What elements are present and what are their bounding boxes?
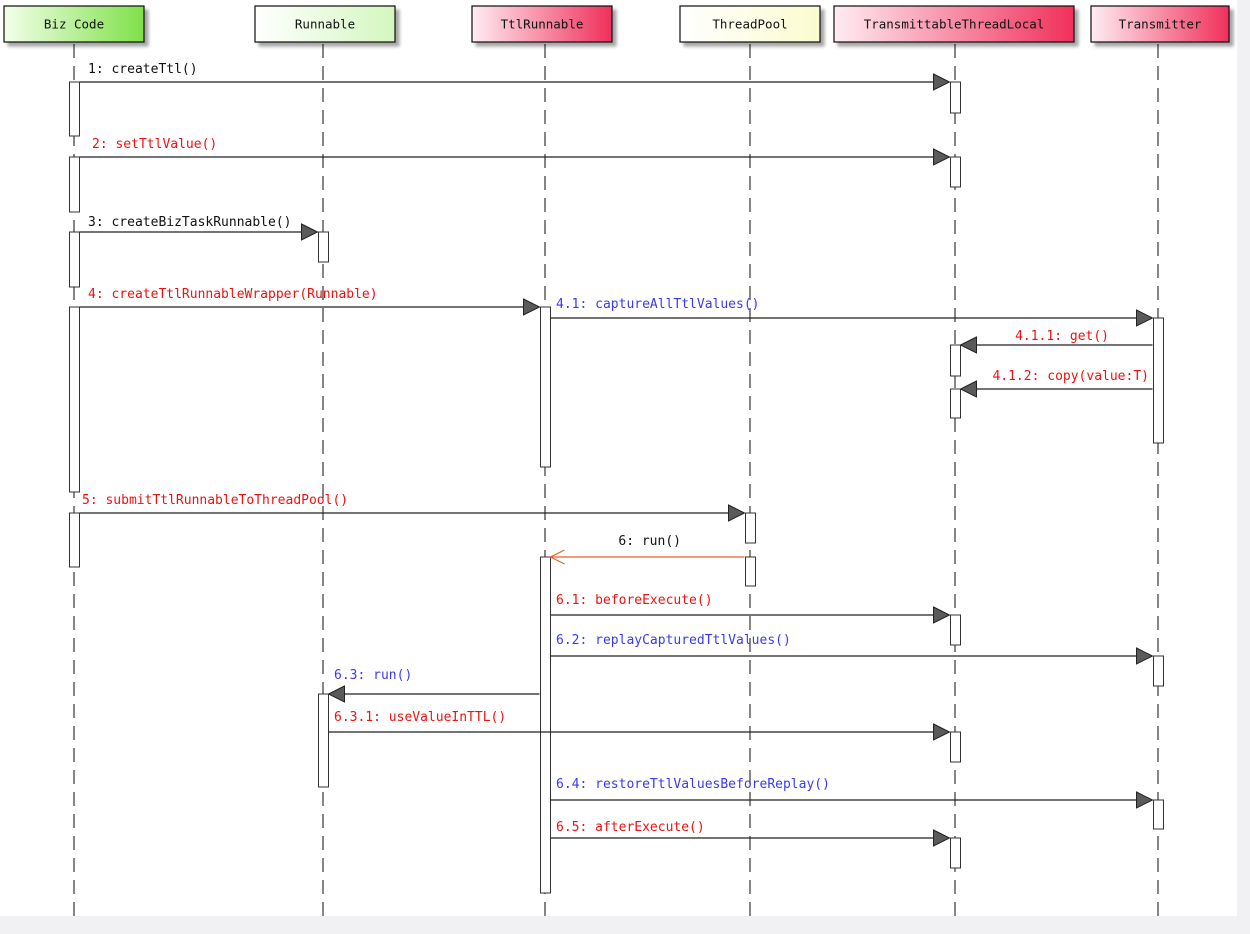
- activation-bar-ttl: [950, 614, 961, 646]
- filled-arrowhead: [933, 148, 951, 166]
- activation-bar-runnable: [318, 693, 329, 788]
- message-15[interactable]: 6.5: afterExecute(): [550, 820, 951, 847]
- activation-bar-biz: [69, 231, 80, 288]
- message-label: 6.5: afterExecute(): [556, 820, 705, 835]
- message-label: 4.1: captureAllTtlValues(): [556, 297, 760, 312]
- message-label: 4: createTtlRunnableWrapper(Runnable): [88, 287, 378, 302]
- message-label: 6.3.1: useValueInTTL(): [334, 710, 506, 725]
- message-13[interactable]: 6.3.1: useValueInTTL(): [328, 710, 951, 741]
- participant-ttl[interactable]: TransmittableThreadLocal: [833, 5, 1075, 43]
- activation-bar-ttl: [950, 156, 961, 188]
- activation-bar-biz: [69, 156, 80, 213]
- filled-arrowhead: [728, 504, 746, 522]
- message-label: 6.2: replayCapturedTtlValues(): [556, 633, 791, 648]
- participant-box: [254, 5, 396, 43]
- activation-bar-ttl: [950, 81, 961, 114]
- activation-bar-ttl: [950, 388, 961, 419]
- participant-label: ThreadPool: [712, 17, 787, 32]
- message-2[interactable]: 2: setTtlValue(): [79, 137, 951, 166]
- participant-transmitter[interactable]: Transmitter: [1090, 5, 1230, 43]
- participant-biz[interactable]: Biz Code: [3, 5, 145, 43]
- participant-box: [833, 5, 1075, 43]
- message-10[interactable]: 6.1: beforeExecute(): [550, 593, 951, 624]
- message-label: 6.1: beforeExecute(): [556, 593, 713, 608]
- participant-box: [471, 5, 613, 43]
- diagram-canvas: 1: createTtl() 2: setTtlValue() 3: createB…: [0, 0, 1237, 916]
- activation-bar-runnable: [318, 231, 329, 263]
- activation-bar-threadpool: [745, 556, 756, 587]
- participant-ttlrunnable[interactable]: TtlRunnable: [471, 5, 613, 43]
- filled-arrowhead: [933, 723, 951, 741]
- sequence-diagram: 1: createTtl() 2: setTtlValue() 3: createB…: [3, 5, 1230, 916]
- participant-box: [1090, 5, 1230, 43]
- message-3[interactable]: 3: createBizTaskRunnable(): [79, 215, 319, 241]
- message-label: 2: setTtlValue(): [92, 137, 217, 152]
- activation-bar-transmitter: [1153, 317, 1164, 444]
- activation-bar-biz: [69, 512, 80, 568]
- activation-bar-biz: [69, 306, 80, 493]
- activation-bar-ttl: [950, 731, 961, 763]
- message-6[interactable]: 4.1.1: get(): [959, 329, 1153, 354]
- message-label: 6: run(): [618, 534, 681, 549]
- participant-label: Biz Code: [44, 17, 104, 32]
- message-8[interactable]: 5: submitTtlRunnableToThreadPool(): [79, 493, 746, 522]
- filled-arrowhead: [523, 298, 541, 316]
- filled-arrowhead: [1136, 791, 1154, 809]
- filled-arrowhead: [959, 380, 977, 398]
- activation-bar-ttlrunnable: [540, 306, 551, 468]
- activation-bar-transmitter: [1153, 799, 1164, 830]
- message-12[interactable]: 6.3: run(): [327, 668, 540, 703]
- filled-arrowhead: [933, 829, 951, 847]
- activation-bar-biz: [69, 81, 80, 137]
- activation-bar-transmitter: [1153, 655, 1164, 687]
- participant-label: TtlRunnable: [501, 17, 584, 32]
- participant-threadpool[interactable]: ThreadPool: [679, 5, 821, 43]
- activation-bar-threadpool: [745, 512, 756, 544]
- message-label: 1: createTtl(): [88, 62, 198, 77]
- participant-label: TransmittableThreadLocal: [864, 17, 1045, 32]
- message-7[interactable]: 4.1.2: copy(value:T): [959, 369, 1153, 398]
- message-9[interactable]: 6: run(): [549, 534, 745, 565]
- message-label: 3: createBizTaskRunnable(): [88, 215, 292, 230]
- activation-bar-ttl: [950, 837, 961, 869]
- participant-label: Runnable: [295, 17, 355, 32]
- message-label: 4.1.2: copy(value:T): [992, 369, 1149, 384]
- message-1[interactable]: 1: createTtl(): [79, 62, 951, 91]
- filled-arrowhead: [959, 336, 977, 354]
- message-5[interactable]: 4.1: captureAllTtlValues(): [550, 297, 1154, 327]
- filled-arrowhead: [301, 223, 319, 241]
- participant-box: [3, 5, 145, 43]
- open-arrowhead: [549, 549, 565, 565]
- message-4[interactable]: 4: createTtlRunnableWrapper(Runnable): [79, 287, 541, 316]
- participant-runnable[interactable]: Runnable: [254, 5, 396, 43]
- message-label: 5: submitTtlRunnableToThreadPool(): [82, 493, 348, 508]
- activation-bar-ttl: [950, 344, 961, 377]
- message-label: 6.4: restoreTtlValuesBeforeReplay(): [556, 777, 830, 792]
- participant-label: Transmitter: [1119, 17, 1202, 32]
- filled-arrowhead: [1136, 647, 1154, 665]
- filled-arrowhead: [933, 73, 951, 91]
- message-label: 6.3: run(): [334, 668, 412, 683]
- activation-bar-ttlrunnable: [540, 556, 551, 894]
- filled-arrowhead: [1136, 309, 1154, 327]
- message-label: 4.1.1: get(): [1015, 329, 1109, 344]
- participant-box: [679, 5, 821, 43]
- message-11[interactable]: 6.2: replayCapturedTtlValues(): [550, 633, 1154, 665]
- message-14[interactable]: 6.4: restoreTtlValuesBeforeReplay(): [550, 777, 1154, 809]
- filled-arrowhead: [933, 606, 951, 624]
- filled-arrowhead: [327, 685, 345, 703]
